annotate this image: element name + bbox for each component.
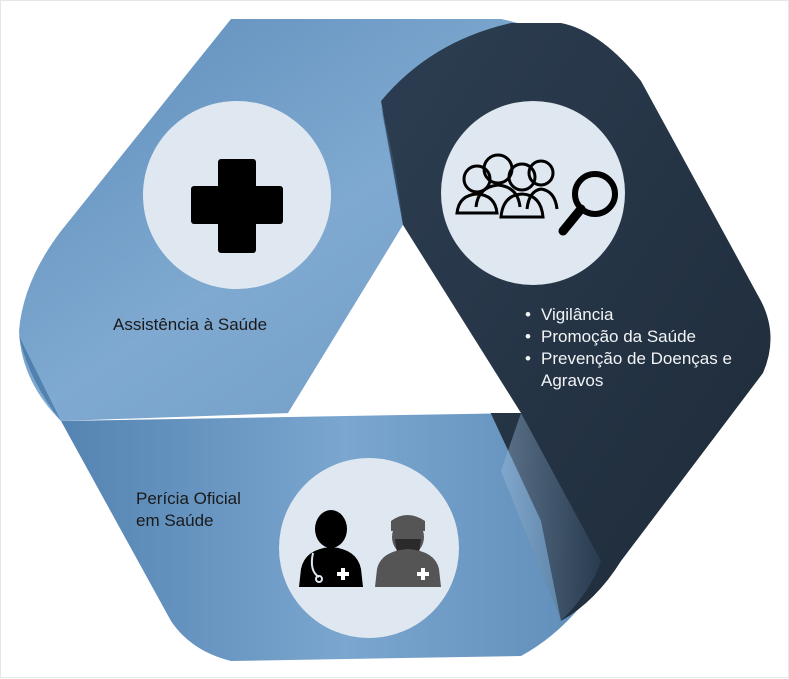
doctor-icon	[299, 510, 363, 587]
person-icon	[525, 159, 559, 210]
list-item: Promoção da Saúde	[523, 326, 743, 348]
center-triangle	[288, 225, 521, 413]
circle-pericia	[279, 458, 459, 638]
list-item: Vigilância	[523, 304, 743, 326]
label-assistencia: Assistência à Saúde	[113, 315, 268, 334]
band-fold-bottom	[501, 413, 601, 621]
person-icon	[499, 162, 545, 219]
list-item: Prevenção de Doenças e Agravos	[523, 348, 743, 392]
vigilancia-list: Vigilância Promoção da Saúde Prevenção d…	[523, 304, 743, 392]
label-pericia: Perícia Oficial em Saúde	[136, 489, 241, 530]
surgeon-icon	[375, 515, 441, 587]
band-fold-shadow	[381, 106, 403, 225]
people-search-icon	[455, 153, 618, 236]
plus-icon	[191, 159, 283, 253]
magnifier-icon	[558, 171, 618, 236]
doctors-icon	[299, 510, 441, 587]
